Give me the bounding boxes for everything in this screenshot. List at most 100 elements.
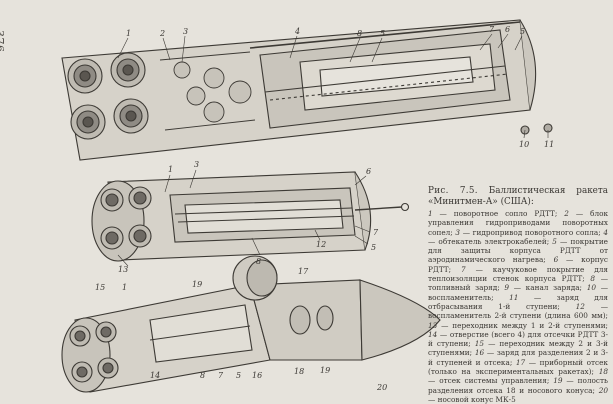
legend-number: 15: [474, 339, 485, 349]
legend-number: 10: [586, 283, 597, 293]
callout-top-1: 1: [126, 29, 131, 38]
legend-text: отсек системы управления;: [439, 376, 550, 386]
legend-entry: 16 — заряд для разделения 2 и 3-й ступен…: [428, 348, 609, 367]
legend-entry: 13 — переходник между 1 и 2-й ступенями;: [428, 320, 609, 330]
legend-entry: 6 — корпус РДТТ;: [428, 255, 609, 274]
legend-entry: 2 — блок управления гидроприводами повор…: [428, 209, 609, 237]
callout-top-3: 3: [183, 27, 188, 36]
callout-top-10: 10: [519, 140, 529, 149]
legend-entry: 7 — каучуковое покрытие для теплоизоляци…: [428, 264, 608, 284]
legend-entry: 3 — гидропривод поворотного сопла;: [455, 227, 601, 237]
legend-text: воспламенитель 2-й ступени (длина 600 мм…: [428, 311, 608, 321]
figure-title: Баллистическая ракета «Минитмен-А» (США)…: [428, 186, 609, 207]
callout-bot-20: 20: [376, 383, 387, 392]
first-stage-drawing: [61, 19, 553, 161]
legend-text: поворотное сопло РДТТ;: [453, 209, 558, 218]
legend-number: 16: [474, 348, 485, 358]
figure-legend: 1 — поворотное сопло РДТТ; 2 — блок упра…: [428, 209, 608, 404]
callout-bot-15: 15: [95, 283, 105, 292]
legend-number: 18: [598, 367, 608, 377]
callout-bot-14: 14: [150, 371, 160, 380]
callout-bot-19b: 19: [320, 366, 330, 375]
callout-top-6: 6: [505, 25, 510, 34]
legend-text: каучуковое покрытие для теплоизоляции ст…: [428, 264, 608, 284]
legend-number: 12: [575, 301, 585, 311]
legend-text: заряд для разделения 2 и 3-й ступеней и …: [428, 348, 609, 367]
caption-title: Рис. 7.5. Баллистическая ракета «Минитме…: [428, 186, 608, 207]
legend-number: 9: [504, 283, 510, 293]
legend-text: заряд для отбрасывания 1-й ступени;: [428, 292, 608, 311]
legend-text: носовой конус МК-5: [437, 394, 516, 404]
callout-mid-6: 6: [366, 167, 371, 176]
callout-bot-19a: 19: [192, 280, 202, 289]
callout-mid-8: 8: [256, 257, 261, 266]
legend-text: обтекатель электрокабелей;: [438, 236, 550, 246]
legend-number: 8: [590, 274, 596, 284]
callout-mid-13: 13: [118, 265, 128, 274]
legend-entry: 10 — воспламенитель;: [428, 283, 608, 302]
callout-mid-5: 5: [371, 243, 376, 252]
legend-number: 7: [460, 264, 466, 274]
callout-mid-3: 3: [194, 160, 199, 169]
legend-entry: 8 — топливный заряд;: [428, 274, 608, 293]
callout-top-8: 8: [357, 29, 362, 38]
callout-top-2: 2: [159, 29, 165, 38]
callout-bot-5: 5: [236, 371, 241, 380]
legend-text: блок управления гидроприводами поворотны…: [428, 209, 609, 237]
legend-number: 2: [564, 209, 569, 218]
legend-number: 13: [428, 320, 438, 330]
third-stage-drawing: [61, 255, 441, 393]
callout-top-5b: 5: [520, 27, 525, 36]
callout-mid-7: 7: [373, 228, 379, 237]
legend-entry: 17 — приборный отсек (только на эксперим…: [428, 357, 608, 377]
callout-top-4: 4: [294, 27, 300, 36]
legend-text: переходник между 1 и 2-й ступенями;: [452, 320, 609, 330]
legend-number: 20: [598, 385, 608, 395]
legend-text: канал заряда;: [525, 283, 583, 293]
legend-entry: 18 — отсек системы управления;: [428, 367, 608, 386]
callout-top-5a: 5: [380, 29, 385, 38]
legend-number: 19: [553, 376, 563, 386]
legend-entry: 4 — обтекатель электрокабелей;: [428, 227, 608, 246]
legend-number: 11: [509, 292, 519, 302]
legend-number: 5: [552, 236, 557, 246]
callout-top-11: 11: [544, 140, 554, 149]
callout-mid-1: 1: [168, 165, 173, 174]
legend-entry: 11 — заряд для отбрасывания 1-й ступени;: [428, 292, 608, 311]
legend-number: 14: [428, 329, 438, 339]
legend-entry: 14 — отверстие (всего 4) для отсечки РДТ…: [428, 329, 608, 349]
legend-text: отверстие (всего 4) для отсечки РДТТ 3-й…: [428, 329, 608, 349]
legend-number: 4: [603, 227, 608, 237]
figure-caption: Рис. 7.5. Баллистическая ракета «Минитме…: [428, 186, 608, 404]
legend-number: 1: [428, 209, 433, 218]
callout-top-7: 7: [489, 25, 495, 34]
legend-text: приборный отсек (только на экспериментал…: [428, 357, 608, 377]
legend-text: полость разделения отсека 18 и носового …: [428, 376, 608, 395]
callout-bot-18: 18: [294, 367, 304, 376]
callout-bot-1: 1: [122, 283, 127, 292]
legend-text: покрытие для защиты корпуса РДТТ от аэро…: [428, 236, 608, 265]
figure-label: Рис. 7.5.: [428, 186, 478, 196]
second-stage-drawing: [91, 171, 410, 262]
callout-bot-8: 8: [200, 371, 205, 380]
legend-number: 6: [553, 255, 559, 265]
legend-entry: 12 — воспламенитель 2-й ступени (длина 6…: [428, 301, 608, 321]
legend-entry: 19 — полость разделения отсека 18 и носо…: [428, 376, 608, 395]
callout-bot-16: 16: [252, 371, 262, 380]
legend-entry: 9 — канал заряда;: [504, 283, 583, 293]
legend-text: корпус РДТТ;: [428, 255, 609, 274]
legend-number: 17: [515, 357, 526, 367]
legend-entry: 1 — поворотное сопло РДТТ;: [428, 209, 558, 218]
legend-text: гидропривод поворотного сопла;: [472, 227, 601, 237]
legend-entry: 15 — переходник между 2 и 3-й ступенями;: [428, 339, 608, 358]
legend-text: воспламенитель;: [428, 292, 494, 302]
legend-number: 3: [455, 227, 461, 237]
legend-text: топливный заряд;: [428, 283, 500, 293]
callout-bot-17: 17: [298, 267, 309, 276]
legend-entry: 5 — покрытие для защиты корпуса РДТТ от …: [428, 236, 608, 265]
callout-mid-12: 12: [316, 240, 326, 249]
legend-entry: 20 — носовой конус МК-5: [428, 385, 608, 404]
callout-bot-7: 7: [218, 371, 224, 380]
legend-text: переходник между 2 и 3-й ступенями;: [428, 339, 608, 358]
